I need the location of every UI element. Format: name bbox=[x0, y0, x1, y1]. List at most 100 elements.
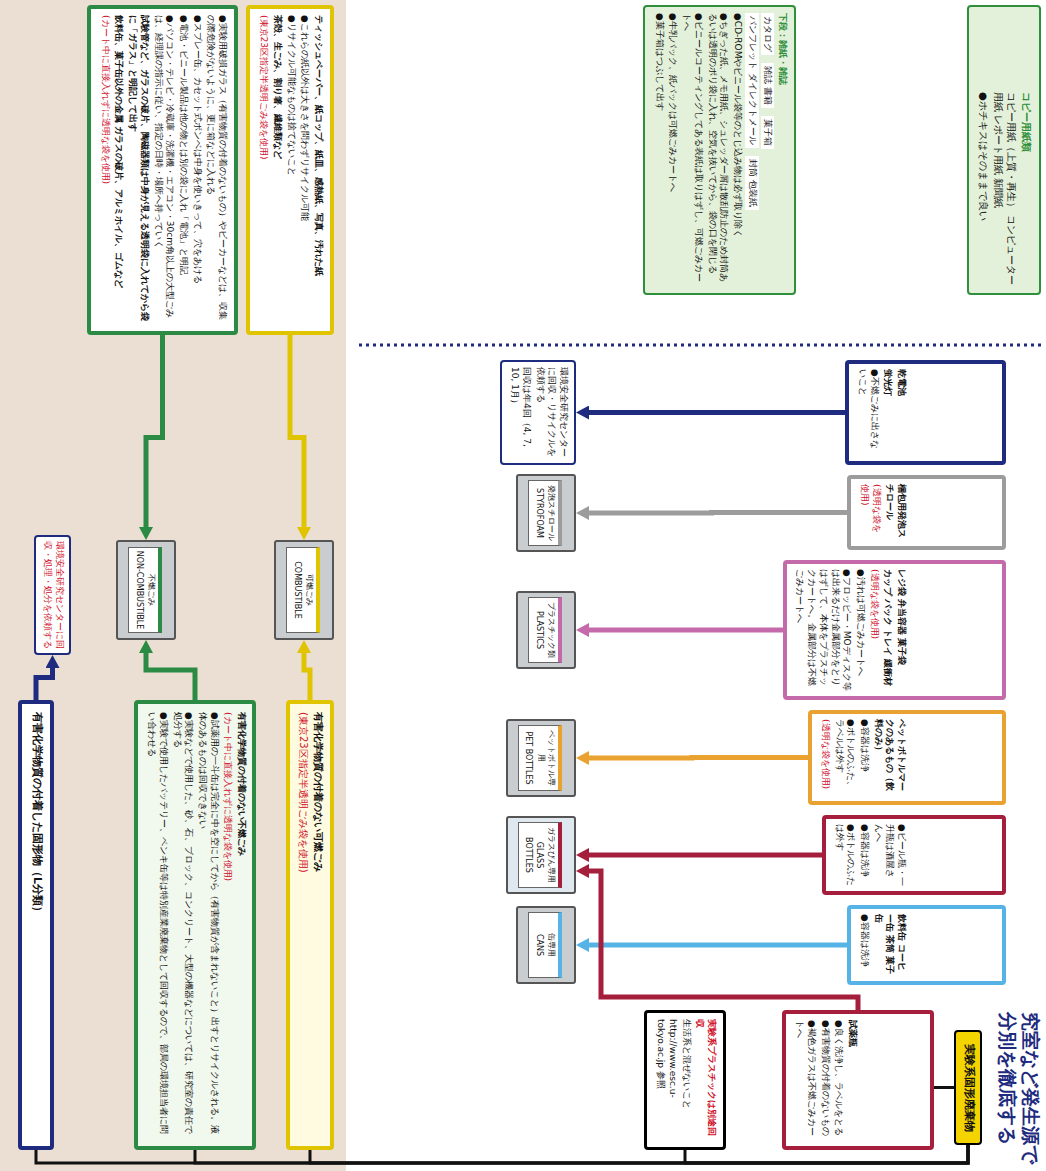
node-text: ティッシュペーパー、紙コップ、紙皿、感熱紙、写真、汚れた紙 bbox=[312, 15, 324, 325]
bin-plate: 可燃ごみCOMBUSTIBLE bbox=[286, 547, 320, 633]
node-text: 飲料缶、菓子缶以外の金属 ガラスの破片、アルミホイル、ゴムなど bbox=[113, 15, 125, 325]
node-text: ●褐色ガラスは不燃ごみカートへ bbox=[794, 1020, 817, 1140]
node-text: NON-COMBUSTIBLE bbox=[133, 550, 143, 630]
item-box: 試薬瓶●良く洗浄し、ラベルをとる●有害物質の付着のないもの●褐色ガラスは不燃ごみ… bbox=[782, 1010, 934, 1150]
node-text: ●容器は洗浄 bbox=[858, 719, 870, 796]
node-text: ●スプレー缶、カセット式ボンベは中身を使いきって、穴をあける bbox=[191, 15, 203, 325]
category-box: 有害化学物質の付着のない不燃ごみ(カート中に直接入れずに透明な袋を使用)●試薬用… bbox=[135, 700, 257, 1150]
category-box: 有害化学物質の付着した固形物（L分類） bbox=[18, 700, 54, 1150]
connector bbox=[146, 335, 163, 527]
node-text: ●これらの紙以外は大きさを問わずリサイクル可能 bbox=[299, 15, 311, 325]
node-text: ●リサイクル可能なものは捨てないこと bbox=[285, 15, 297, 325]
node-text: ガラスびん専用 bbox=[546, 825, 556, 885]
node-text: 有害化学物質の付着のない可燃ごみ bbox=[312, 712, 325, 1138]
node-text: 雑誌 書籍 bbox=[761, 63, 775, 108]
item-box: ペットボトルマークのあるもの（飲料のみ）●容器は洗浄●ボトルのふた、ラベルは外す… bbox=[808, 710, 1006, 805]
node-text: 梱包用発泡スチロール bbox=[884, 484, 907, 541]
cart-bin: 可燃ごみCOMBUSTIBLE bbox=[274, 540, 334, 640]
node-text: 封筒 包装紙 bbox=[745, 156, 759, 210]
node-text: 環境安全研究センターに回収・処理・処分を依頼する bbox=[42, 541, 65, 649]
item-box: 乾電池蛍光灯●不燃ごみに出さないこと bbox=[845, 360, 1006, 465]
node-text: CANS bbox=[533, 915, 543, 975]
connector bbox=[146, 653, 195, 700]
node-text: 飲料缶 コーヒー缶 茶筒 菓子缶 bbox=[872, 914, 907, 976]
node-text: (透明な袋を使用) bbox=[868, 569, 880, 691]
item-box: ●ビール瓶・一升瓶は酒屋さんへ●容器は洗浄●ボトルのふたは外す bbox=[822, 815, 1006, 895]
destination-box: 環境安全研究センターに回収・リサイクルを依頼する回収は年4回（4, 7, 10,… bbox=[500, 360, 576, 465]
category-box: 下段：雑紙・雑誌カタログ雑誌 書籍菓子箱パンフレット ダイレクトメール封筒 包装… bbox=[643, 5, 796, 295]
bin-plate: ガラスびん専用GLASS BOTTLES bbox=[518, 822, 562, 888]
page-title: 究室など発生源で 分別を徹底する bbox=[996, 1012, 1042, 1167]
node-text: ●パソコン・テレビ・冷蔵庫・洗濯機・エアコン・30cm角以上の大型ごみは、経理課… bbox=[152, 15, 175, 325]
bin-plate: 発泡スチロールSTYROFOAM bbox=[528, 480, 562, 546]
node-text: (カート中に直接入れずに透明な袋を使用) bbox=[222, 712, 234, 1138]
node-text: ●CD-ROMやビニール袋等のとじ込み物は必ず取り除く bbox=[731, 13, 743, 287]
node-text: 実験系固形廃棄物 bbox=[962, 1036, 976, 1139]
node-text: 茶殻、生ごみ、割り箸、繊維類など bbox=[271, 15, 283, 325]
connector bbox=[304, 653, 310, 700]
node-text: 有害化学物質の付着のない不燃ごみ bbox=[235, 712, 247, 1138]
item-box: ●実験用破損ガラス（有害物質の付着のないもの）やビーカーなどは、収集の際危険がな… bbox=[87, 5, 238, 335]
bin-plate: 不燃ごみNON-COMBUSTIBLE bbox=[128, 547, 162, 633]
cart-bin: プラスチック類PLASTICS bbox=[516, 591, 576, 669]
node-text: ●不燃ごみに出さないこと bbox=[856, 369, 879, 456]
node-text: STYROFOAM bbox=[533, 483, 543, 543]
node-text: ●ちぎった紙、メモ用紙、シュレッダー屑は散乱防止のため封筒あるいは透明のポリ袋に… bbox=[706, 13, 729, 287]
connector bbox=[934, 1086, 954, 1089]
node-text: パンフレット ダイレクトメール bbox=[745, 13, 759, 148]
node-text: レジ袋 弁当容器 菓子袋 bbox=[895, 569, 907, 691]
node-text: (東京23区指定半透明ごみ袋を使用) bbox=[297, 712, 310, 1138]
node-text: 菓子箱 bbox=[761, 116, 775, 149]
destination-box: 環境安全研究センターに回収・処理・処分を依頼する bbox=[34, 535, 71, 655]
node-text: ●容器は洗浄 bbox=[858, 914, 870, 976]
node-text: 有害化学物質の付着した固形物（L分類） bbox=[30, 712, 44, 1138]
node-text: 可燃ごみ bbox=[304, 550, 314, 630]
bin-plate: プラスチック類PLASTICS bbox=[528, 597, 562, 663]
node-text: (カート中に直接入れずに透明な袋を使用) bbox=[99, 15, 111, 325]
node-text: 環境安全研究センターに回収・リサイクルを依頼する bbox=[534, 367, 569, 458]
node-text: ●ボトルのふた、ラベルは外す bbox=[833, 719, 856, 796]
node-text: ●汚れは可燃ごみカートへ bbox=[854, 569, 866, 691]
node-text: ●牛乳パック、紙パックは可燃ごみカートへ bbox=[667, 13, 679, 287]
node-text: 生活系と混ぜないこと bbox=[680, 1019, 692, 1141]
ground-band bbox=[0, 0, 346, 1171]
node-text: プラスチック類 bbox=[546, 600, 556, 660]
section-label: 実験系固形廃棄物 bbox=[954, 1030, 982, 1145]
connector bbox=[589, 628, 783, 633]
node-text: 試験管など、ガラスの破片、陶磁器類は中身が見える透明袋に入れてから袋に「ガラス」… bbox=[127, 15, 150, 325]
node-text: コピー用紙類 bbox=[1020, 92, 1033, 287]
notice-box: 実験系プラスチックは別途回収生活系と混ぜないことhttp://www.esc.u… bbox=[644, 1010, 726, 1150]
cart-bin: ガラスびん専用GLASS BOTTLES bbox=[506, 816, 576, 894]
node-text: ●容器は洗浄 bbox=[858, 824, 870, 886]
cart-bin: 缶専用CANS bbox=[516, 906, 576, 984]
connector bbox=[589, 943, 847, 948]
connector bbox=[589, 871, 858, 1010]
node-text: コピー用紙（上質・再生） コンピューター用紙 レポート用紙 新聞紙 bbox=[992, 92, 1018, 287]
node-text: 下段：雑紙・雑誌 bbox=[776, 13, 788, 287]
item-box: 梱包用発泡スチロール(透明な袋を使用) bbox=[847, 475, 1006, 550]
node-text: (透明な袋を使用) bbox=[819, 719, 831, 796]
node-text: ●有害物質の付着のないもの bbox=[819, 1020, 831, 1140]
node-text: ●良く洗浄し、ラベルをとる bbox=[833, 1020, 845, 1140]
bin-plate: 缶専用CANS bbox=[528, 912, 562, 978]
node-text: ●実験などで使用した、砂、石、ブロック、コンクリート、大型の機器などについては、… bbox=[171, 712, 194, 1138]
connector bbox=[589, 410, 845, 415]
node-text: COMBUSTIBLE bbox=[291, 550, 301, 630]
category-box: 有害化学物質の付着のない可燃ごみ(東京23区指定半透明ごみ袋を使用) bbox=[286, 700, 334, 1150]
node-text: 蛍光灯 bbox=[882, 369, 894, 456]
cart-bin: 不燃ごみNON-COMBUSTIBLE bbox=[116, 540, 176, 640]
connector bbox=[589, 755, 808, 761]
node-text: PLASTICS bbox=[533, 600, 543, 660]
item-box: レジ袋 弁当容器 菓子袋カップ パック トレイ 緩衝材(透明な袋を使用)●汚れは… bbox=[783, 560, 1006, 700]
node-text: 実験系プラスチックは別途回収 bbox=[694, 1019, 717, 1141]
node-text: ペットボトルマークのあるもの（飲料のみ） bbox=[872, 719, 907, 796]
node-text: 不燃ごみ bbox=[146, 550, 156, 630]
node-text: ●ビニールコーティングしてある表紙は取りはずし、可燃ごみカートへ bbox=[681, 13, 704, 287]
node-text: 発泡スチロール bbox=[546, 483, 556, 543]
node-text: ●ビール瓶・一升瓶は酒屋さんへ bbox=[872, 824, 907, 886]
item-box: ティッシュペーパー、紙コップ、紙皿、感熱紙、写真、汚れた紙●これらの紙以外は大き… bbox=[246, 5, 334, 335]
node-text: ●電池・ビニール製品は他の物とは別の袋に入れ「電池」と明記 bbox=[177, 15, 189, 325]
node-text: PET BOTTLES bbox=[523, 728, 533, 788]
node-text: ●菓子箱はつぶして出す bbox=[653, 13, 665, 287]
